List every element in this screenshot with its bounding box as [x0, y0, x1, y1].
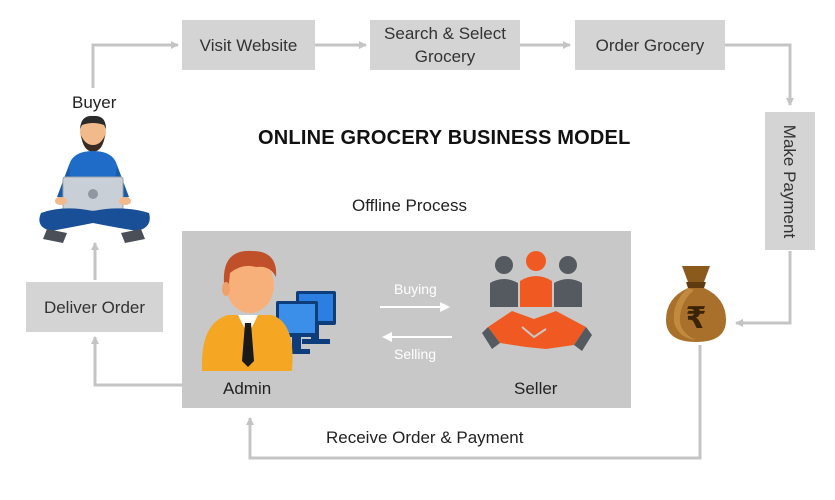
- seller-label: Seller: [514, 379, 558, 398]
- buyer-label: Buyer: [72, 93, 117, 112]
- buying-label: Buying: [394, 281, 437, 297]
- admin-label: Admin: [223, 379, 272, 398]
- step-search-select: Search & Select Grocery: [370, 20, 520, 70]
- step-payment-label: Make Payment: [780, 124, 800, 238]
- arrow-money-to-admin: [246, 345, 702, 460]
- offline-process-panel: Admin Buying Selling Seller: [182, 231, 631, 408]
- step-visit-label: Visit Website: [199, 35, 298, 55]
- selling-label: Selling: [394, 346, 437, 362]
- admin-computer-icon: [201, 250, 336, 371]
- step-order-grocery: Order Grocery: [575, 20, 725, 70]
- arrow-admin-to-deliver: [91, 336, 182, 387]
- rupee-money-bag-icon: ₹: [666, 266, 726, 342]
- step-visit-website: Visit Website: [182, 20, 315, 70]
- arrow-buyer-to-visit: [91, 41, 179, 88]
- step-deliver-label: Deliver Order: [43, 297, 146, 317]
- step-deliver-order: Deliver Order: [26, 282, 163, 332]
- step-make-payment: Make Payment: [765, 112, 815, 250]
- step-order-label: Order Grocery: [595, 35, 705, 55]
- selling-arrow: [382, 332, 452, 342]
- diagram-title: ONLINE GROCERY BUSINESS MODEL: [258, 127, 631, 149]
- offline-process-title: Offline Process: [352, 196, 467, 215]
- svg-text:₹: ₹: [686, 301, 707, 336]
- buying-arrow: [380, 302, 450, 312]
- arrow-payment-to-money: [735, 251, 792, 327]
- person-laptop-icon: [39, 115, 150, 243]
- step-receive-label: Receive Order & Payment: [326, 428, 524, 447]
- handshake-team-icon: [482, 251, 592, 351]
- step-search-label: Search & Select Grocery: [384, 24, 506, 66]
- arrow-order-to-payment: [725, 43, 794, 106]
